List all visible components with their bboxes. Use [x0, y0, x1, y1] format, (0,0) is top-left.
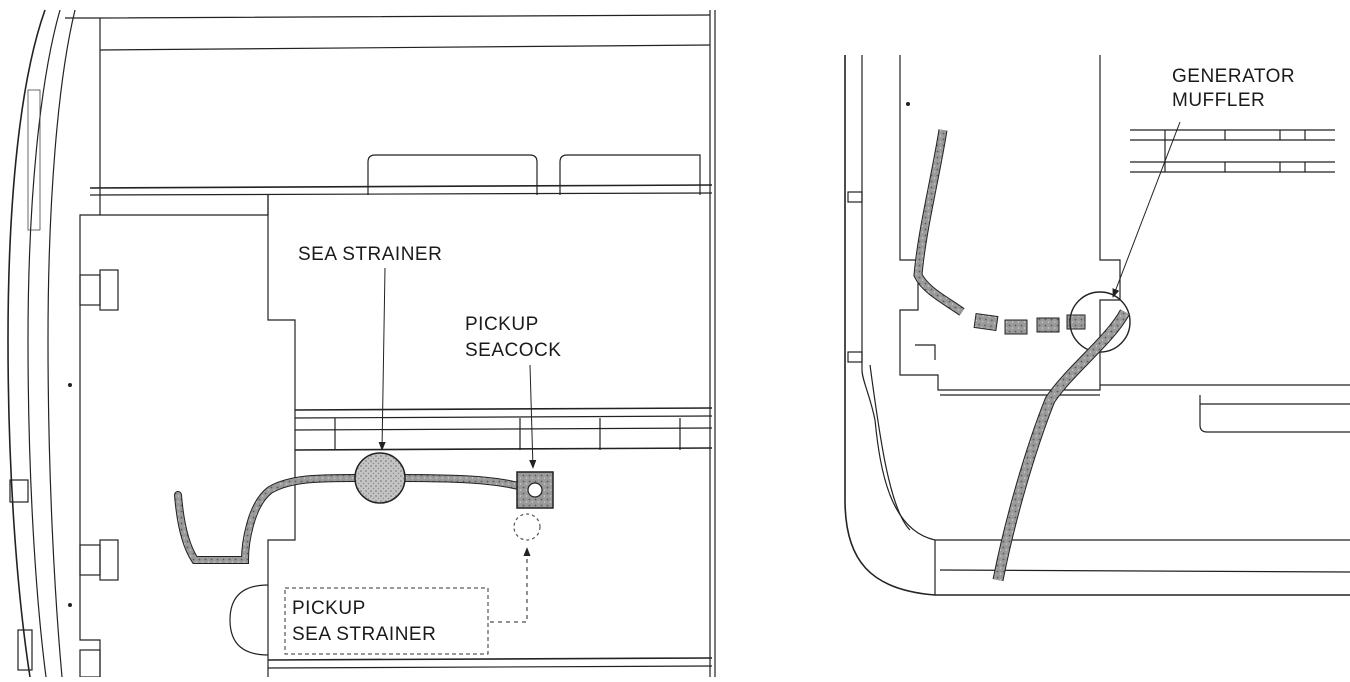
- cleat-left-lower: [9, 479, 29, 503]
- frame-edge-right: [709, 10, 716, 677]
- rivet-2: [68, 603, 72, 607]
- cleat-left-bottom: [17, 629, 33, 671]
- label-pickup-seacock-2: SEACOCK: [465, 340, 561, 361]
- deck-line-right: [940, 384, 1350, 396]
- sea-strainer: [354, 452, 406, 504]
- hull-inner-right-2: [869, 364, 911, 531]
- right-panel: GENERATOR MUFFLER: [844, 55, 1350, 596]
- arrow-sea-strainer: [378, 267, 386, 451]
- label-sea-strainer: SEA STRAINER: [298, 244, 442, 265]
- stringer-1: [294, 407, 713, 411]
- hull-outline-left: [7, 9, 46, 678]
- arrow-pickup-seacock: [529, 364, 537, 469]
- stringer-ties-right: [1164, 130, 1306, 172]
- label-generator-2: MUFFLER: [1172, 90, 1265, 111]
- pickup-sea-strainer: [513, 513, 541, 541]
- side-box-2b: [99, 539, 119, 581]
- raw-water-hose: [174, 474, 539, 564]
- pickup-sea-strainer-label-box: [284, 587, 489, 655]
- seacock-valve: [527, 482, 543, 498]
- exhaust-hose-hidden: [973, 312, 1086, 335]
- left-panel: SEA STRAINER PICKUP SEACOCK PICKUP SEA S…: [7, 9, 716, 678]
- stringer-bottom-2: [267, 665, 713, 669]
- gunwale-line: [47, 9, 76, 678]
- stringer-1c: [294, 427, 713, 431]
- hull-inner-line-left: [27, 9, 61, 678]
- deck-edge-top: [65, 14, 711, 19]
- hatch-right: [1199, 395, 1350, 433]
- label-pickup-seacock-1: PICKUP: [465, 314, 539, 335]
- hatch-tab-2: [559, 154, 701, 195]
- deck-line-main-2: [89, 192, 713, 196]
- engine-box: [899, 55, 1121, 391]
- rivet-right: [906, 102, 910, 106]
- label-pickup-sea-strainer-1: PICKUP: [292, 598, 366, 619]
- deck-edge-inner: [99, 44, 711, 51]
- stringer-1b: [294, 415, 713, 419]
- side-box-1b: [99, 269, 119, 311]
- compartment-outline: [79, 195, 101, 677]
- cleat-right-lower: [847, 351, 863, 363]
- label-generator-1: GENERATOR: [1172, 66, 1295, 87]
- hull-outline-right: [844, 55, 1350, 596]
- cleat-right-upper: [847, 191, 863, 203]
- stringer-ties: [334, 418, 681, 450]
- stringers-right: [1130, 129, 1335, 173]
- stringer-bottom: [267, 657, 713, 661]
- bulkhead-step-2: [267, 410, 296, 677]
- engine-box-step: [915, 344, 936, 360]
- side-box-1: [79, 274, 101, 306]
- pickup-cutout: [229, 584, 269, 656]
- swim-platform-line: [939, 569, 1350, 573]
- arrow-pickup-sea-strainer: [490, 547, 531, 623]
- label-pickup-sea-strainer-2: SEA STRAINER: [292, 624, 436, 645]
- hull-inner-right-1: [861, 55, 1350, 541]
- rub-rail-upper: [27, 89, 41, 231]
- rivet-1: [68, 383, 72, 387]
- stringer-2: [294, 447, 713, 451]
- compartment-top-step: [100, 195, 269, 216]
- arrow-generator-muffler: [1112, 121, 1181, 298]
- bulkhead-step-1: [267, 195, 296, 410]
- side-box-2: [79, 544, 101, 576]
- deck-line-main: [89, 184, 713, 189]
- side-box-3: [79, 649, 101, 678]
- hatch-tab-1: [367, 154, 538, 195]
